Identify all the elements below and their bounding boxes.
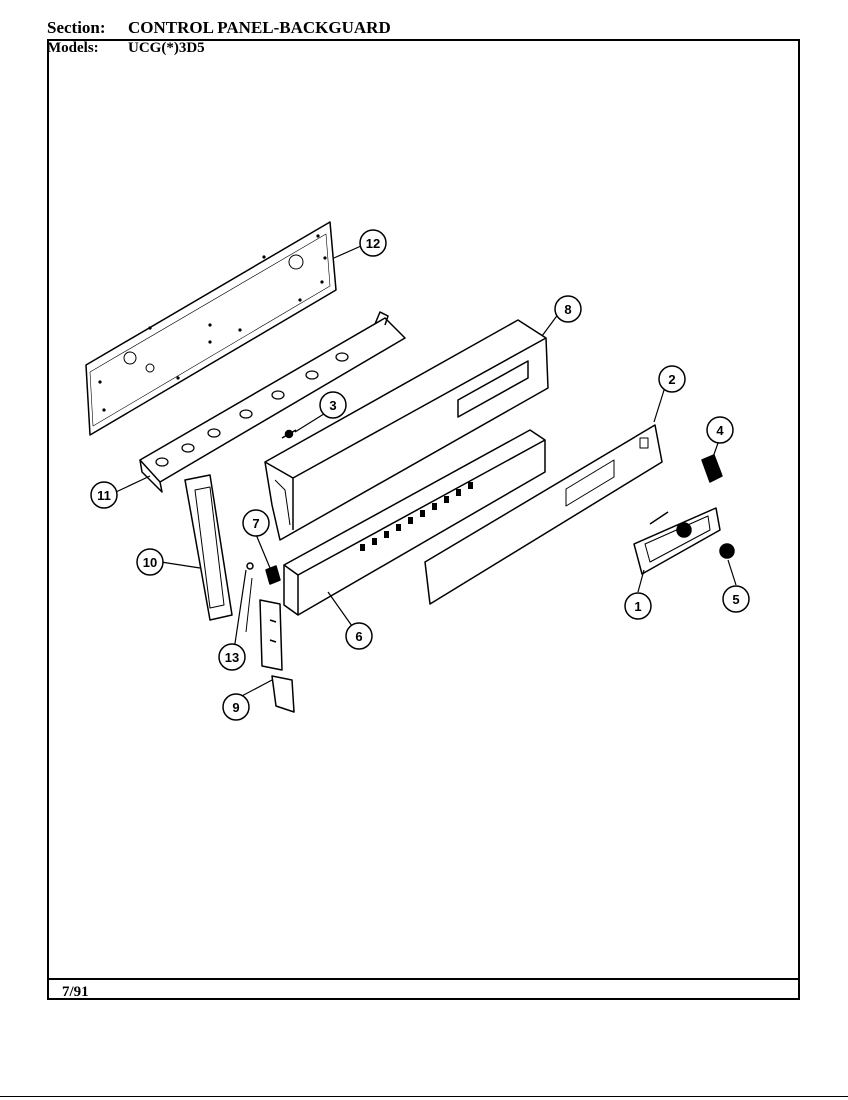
callout-12: 12 (359, 229, 387, 257)
part-9-bracket (259, 599, 295, 713)
footer-divider (47, 978, 800, 980)
callout-label: 1 (634, 599, 641, 614)
callout-label: 2 (668, 372, 675, 387)
callout-10: 10 (136, 548, 164, 576)
part-3-screw (281, 429, 297, 439)
callout-label: 6 (355, 629, 362, 644)
models-value: UCG(*)3D5 (128, 40, 205, 56)
callout-4: 4 (706, 416, 734, 444)
diagram-frame (47, 39, 800, 1000)
callout-label: 7 (252, 516, 259, 531)
callout-label: 5 (732, 592, 739, 607)
callout-label: 9 (232, 700, 239, 715)
part-4-knob (701, 454, 723, 483)
callout-6: 6 (345, 622, 373, 650)
part-7-clip (265, 565, 281, 585)
callout-label: 8 (564, 302, 571, 317)
revision-date: 7/91 (62, 984, 89, 1000)
callout-label: 13 (225, 650, 239, 665)
part-6-lower-panel (283, 429, 546, 616)
callout-5: 5 (722, 585, 750, 613)
callout-label: 12 (366, 236, 380, 251)
callout-label: 4 (716, 423, 724, 438)
callout-1: 1 (624, 592, 652, 620)
part-5-knob (719, 543, 735, 559)
section-title: CONTROL PANEL-BACKGUARD (128, 18, 391, 37)
callout-2: 2 (658, 365, 686, 393)
part-12-rear-panel (85, 221, 337, 436)
callout-8: 8 (554, 295, 582, 323)
callout-label: 3 (329, 398, 336, 413)
page-bottom-rule (0, 1096, 848, 1097)
callout-3: 3 (319, 391, 347, 419)
callout-label: 10 (143, 555, 157, 570)
callout-label: 11 (97, 488, 111, 503)
part-8-upper-backguard (264, 319, 549, 541)
part-13-screw (245, 562, 254, 633)
callout-11: 11 (90, 481, 118, 509)
part-2-overlay (424, 424, 663, 605)
models-label: Models: (47, 40, 99, 56)
callout-13: 13 (218, 643, 246, 671)
part-1-clock-bezel (633, 507, 721, 575)
callout-9: 9 (222, 693, 250, 721)
callout-7: 7 (242, 509, 270, 537)
section-label: Section: (47, 18, 106, 37)
part-11-bracket (139, 311, 406, 493)
part-10-end-cap (184, 474, 233, 621)
